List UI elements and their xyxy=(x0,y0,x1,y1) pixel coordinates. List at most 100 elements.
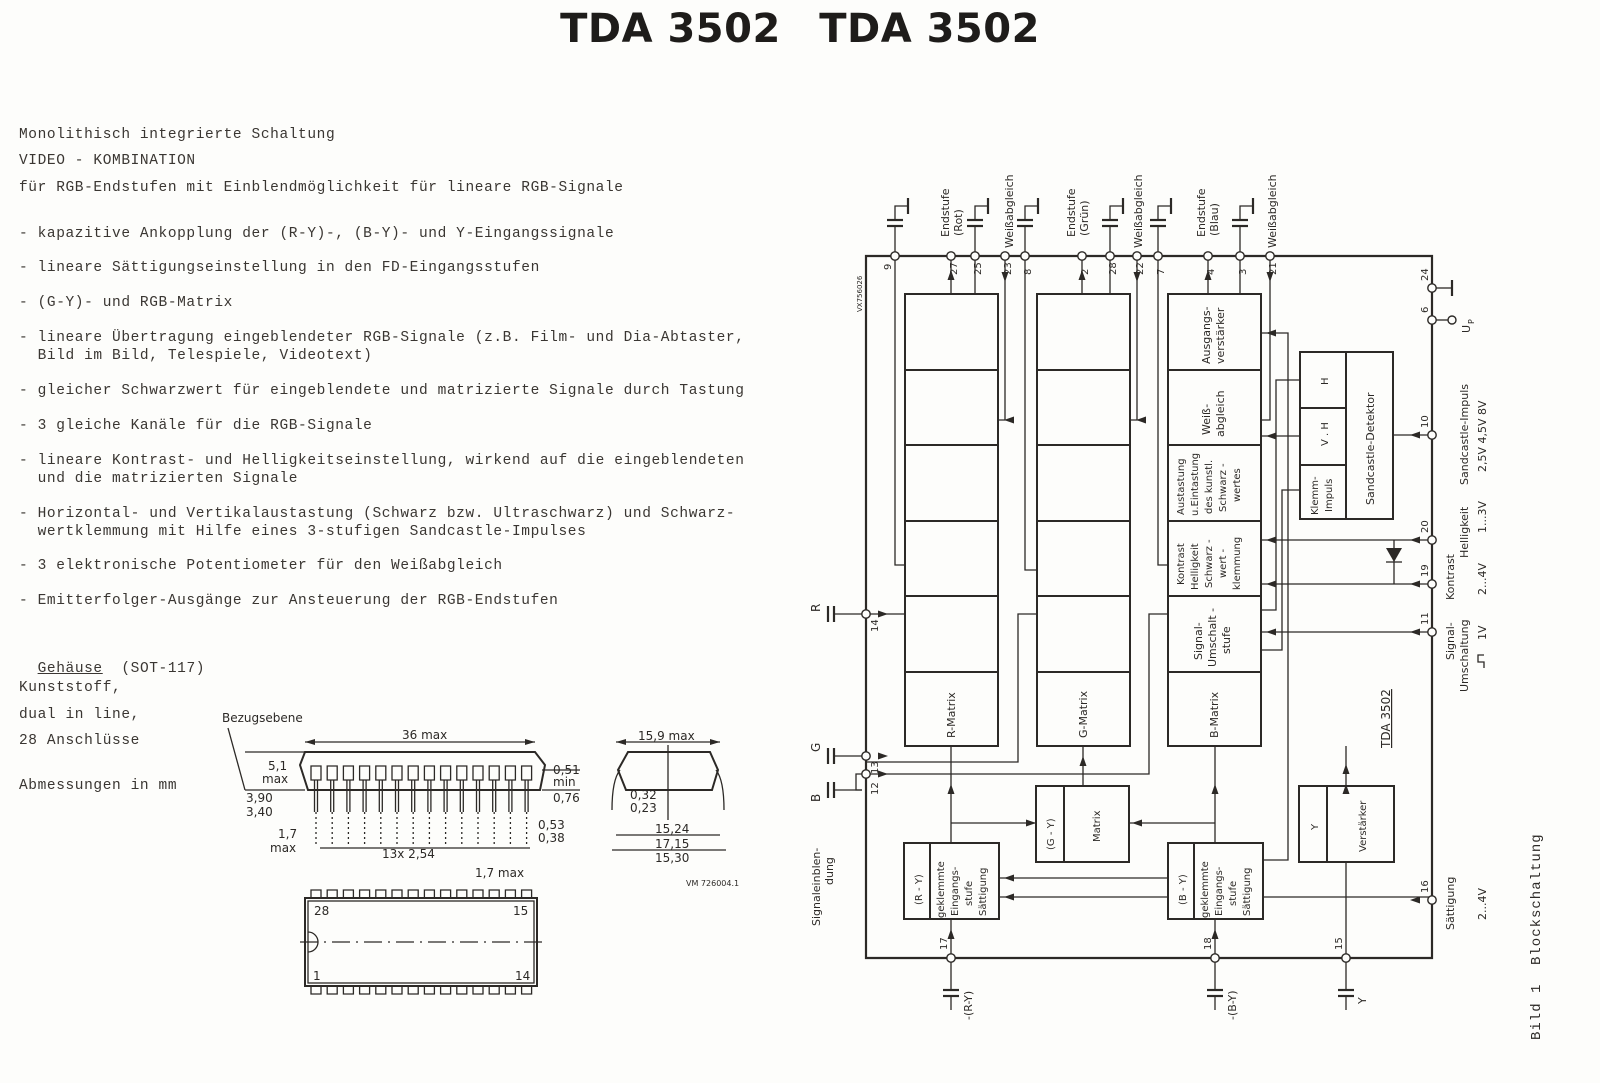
lead-t-label: 0,23 xyxy=(630,801,657,815)
endstufe-rot-label: Endstufe xyxy=(939,188,952,237)
package-pin xyxy=(407,986,419,995)
pin-number: 7 xyxy=(1156,269,1167,275)
arrow-icon xyxy=(1211,784,1219,794)
package-units: Abmessungen in mm xyxy=(19,778,178,794)
pin-number: 3 xyxy=(1238,269,1249,275)
side-view: Bezugsebene 36 max 5,1 max 3,90 3,40 0,5… xyxy=(222,711,580,861)
capacitor-icon xyxy=(1232,198,1255,252)
y-amplifier-block: Y Verstärker xyxy=(1298,785,1395,863)
g-input-label: G xyxy=(809,743,823,752)
gy-matrix-block: (G - Y) Matrix xyxy=(1035,785,1130,863)
block-label: Austastung xyxy=(1176,458,1187,515)
package-pin xyxy=(472,986,484,995)
feature-item: - 3 gleiche Kanäle für die RGB-Signale xyxy=(19,418,373,434)
signal-label: Signal- xyxy=(1444,622,1457,660)
intro-line: VIDEO - KOMBINATION xyxy=(19,153,196,169)
endstufe-blau-label: Endstufe xyxy=(1195,188,1208,237)
block-label: (B - Y) xyxy=(1178,874,1189,905)
block-label: des kunstl. xyxy=(1204,460,1215,514)
block-label: stufe xyxy=(964,881,975,906)
block-label: abgleich xyxy=(1214,390,1227,437)
package-lead xyxy=(391,765,403,845)
pin-number: 27 xyxy=(949,262,960,275)
title-part: TDA 3502 xyxy=(819,6,1040,52)
block-label: Kontrast xyxy=(1176,543,1187,585)
pin-number: 16 xyxy=(1420,880,1431,893)
saettigung-voltage: 2...4V xyxy=(1476,888,1489,920)
pin: 24 xyxy=(1420,268,1437,293)
block-label: Ausgangs- xyxy=(1200,306,1213,364)
pin-number: 10 xyxy=(1420,415,1431,428)
pin: 27 xyxy=(946,251,960,275)
block-label: wert - xyxy=(1218,548,1229,578)
package-pin xyxy=(488,986,500,995)
package-pin xyxy=(310,986,322,995)
feature-item: - lineare Übertragung eingeblendeter RGB… xyxy=(19,330,745,364)
arrow-icon xyxy=(878,770,888,778)
pin-number: 17 xyxy=(939,937,950,950)
package-pin xyxy=(342,986,355,995)
lead-t-label: 0,32 xyxy=(630,788,657,802)
supply-label: U xyxy=(1460,325,1473,333)
helligkeit-label: Helligkeit xyxy=(1458,506,1471,558)
diagram-ref-code: VX756026 xyxy=(856,275,864,312)
pin: 20 xyxy=(1420,520,1437,545)
package-pin xyxy=(520,986,533,995)
pin-number: 8 xyxy=(1023,269,1034,275)
block-label: (R - Y) xyxy=(914,874,925,905)
arrow-icon xyxy=(1078,270,1086,280)
arrow-icon xyxy=(1410,628,1420,636)
b-matrix-label: B-Matrix xyxy=(1208,691,1221,738)
drawing-number: VM 726004.1 xyxy=(686,879,739,888)
end-view: 15,9 max 0,32 0,23 15,24 17,15 15,30 VM … xyxy=(611,729,739,888)
block-label: Sättigung xyxy=(978,868,989,916)
standoff-label: 0,51 xyxy=(553,763,580,777)
pin-number: 15 xyxy=(513,904,528,918)
width-label: 15,9 max xyxy=(638,729,695,743)
ry-input-label: -(R-Y) xyxy=(962,991,975,1020)
pin: 21 xyxy=(1265,251,1279,275)
package-pin xyxy=(439,889,452,898)
edge-label: 1,7 xyxy=(278,827,297,841)
feature-item: - Horizontal- und Vertikalaustastung (Sc… xyxy=(19,506,736,540)
block-label: (G - Y) xyxy=(1046,818,1057,850)
block-label: Sandcastle-Detektor xyxy=(1364,392,1377,505)
arrow-icon xyxy=(1133,272,1141,282)
block-label: Eingangs- xyxy=(1214,866,1225,916)
block-label: H xyxy=(1320,377,1331,385)
block-label: klemmung xyxy=(1232,537,1243,590)
arrow-icon xyxy=(1004,874,1014,882)
kontrast-label: Kontrast xyxy=(1444,553,1457,600)
package-lead xyxy=(504,765,517,845)
signal-wires xyxy=(866,256,1432,958)
feature-item: - kapazitive Ankopplung der (R-Y)-, (B-Y… xyxy=(19,226,615,242)
weissabgleich-label: Weißabgleich xyxy=(1003,174,1016,248)
block-label: stufe xyxy=(1228,881,1239,906)
arrow-icon xyxy=(1342,764,1350,774)
arrow-icon xyxy=(1211,929,1219,939)
b-channel: Ausgangs- verstärker Weiß- abgleich Aust… xyxy=(1167,293,1262,747)
package-pin xyxy=(472,889,484,898)
pitch-label: 13x 2,54 xyxy=(382,847,435,861)
y-input-label: Y xyxy=(1356,997,1369,1005)
package-pin xyxy=(342,889,355,898)
package-pin xyxy=(310,889,322,898)
title-part: TDA 3502 xyxy=(560,6,781,52)
intro-line: für RGB-Endstufen mit Einblendmöglichkei… xyxy=(19,180,624,196)
package-line: 28 Anschlüsse xyxy=(19,733,140,749)
package-line: dual in line, xyxy=(19,707,140,723)
block-label: wertes xyxy=(1232,468,1243,502)
length-label: 36 max xyxy=(402,728,447,742)
r-input-label: R xyxy=(809,604,823,612)
arrow-icon xyxy=(1004,416,1014,424)
capacitor-icon xyxy=(826,606,862,622)
block-label: Helligkeit xyxy=(1190,543,1201,590)
pin-number: 1 xyxy=(313,969,321,983)
supply-label: P xyxy=(1467,319,1476,324)
right-labels: U P Sandcastle-Impuls 2,5V 4,5V 8V Helli… xyxy=(1444,319,1489,930)
package-pin xyxy=(407,889,419,898)
arrow-icon xyxy=(1204,270,1212,280)
arrow-icon xyxy=(1132,819,1142,827)
block-label: verstärker xyxy=(1214,307,1227,364)
block-label: V . H xyxy=(1320,422,1331,446)
